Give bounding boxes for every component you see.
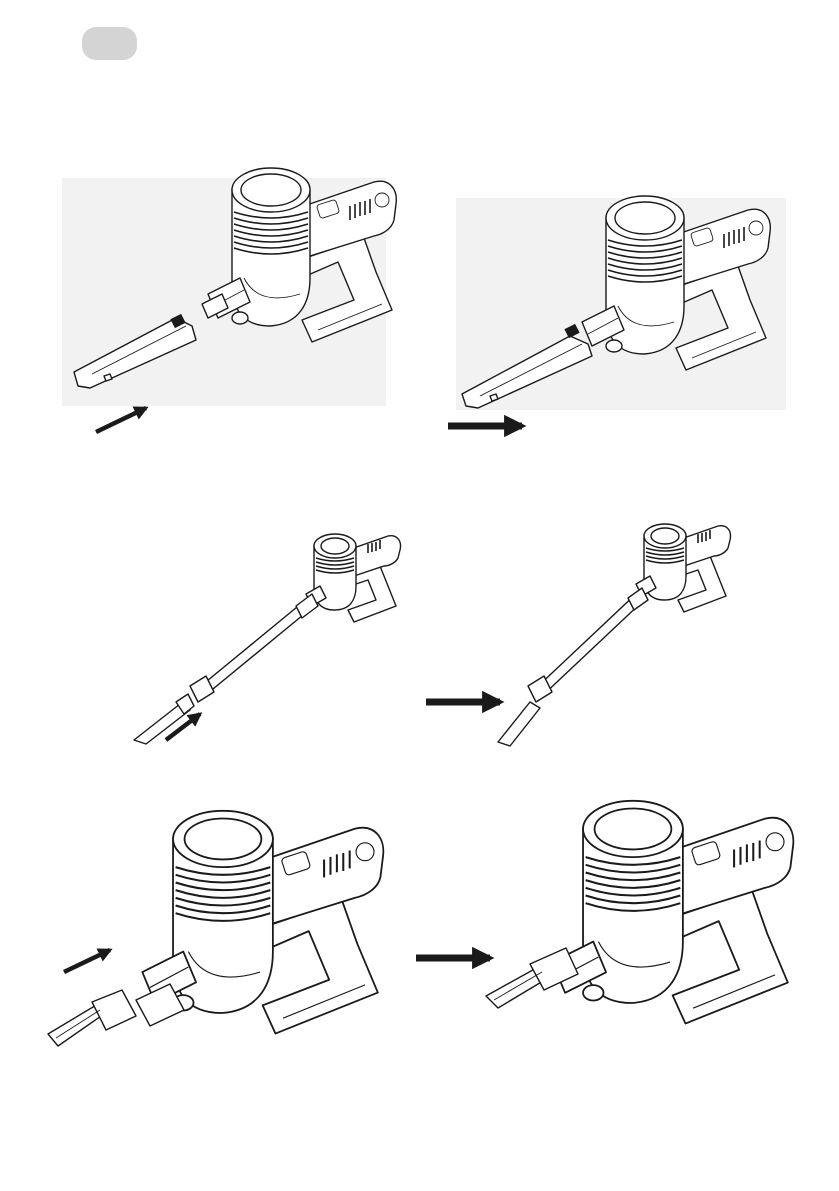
figure-2-crevice-tool-attached: [448, 196, 786, 426]
figure-1-crevice-tool-attach: [62, 168, 396, 432]
figure-4-extension-tube-attached: [426, 524, 731, 746]
arrow-diagonal-icon: [96, 408, 146, 432]
figure-5-wide-nozzle-attach: [48, 811, 383, 1046]
figure-6-wide-nozzle-attached: [416, 801, 793, 1024]
figure-3-extension-tube-attach: [134, 534, 401, 744]
arrow-diagonal-icon: [64, 950, 110, 972]
